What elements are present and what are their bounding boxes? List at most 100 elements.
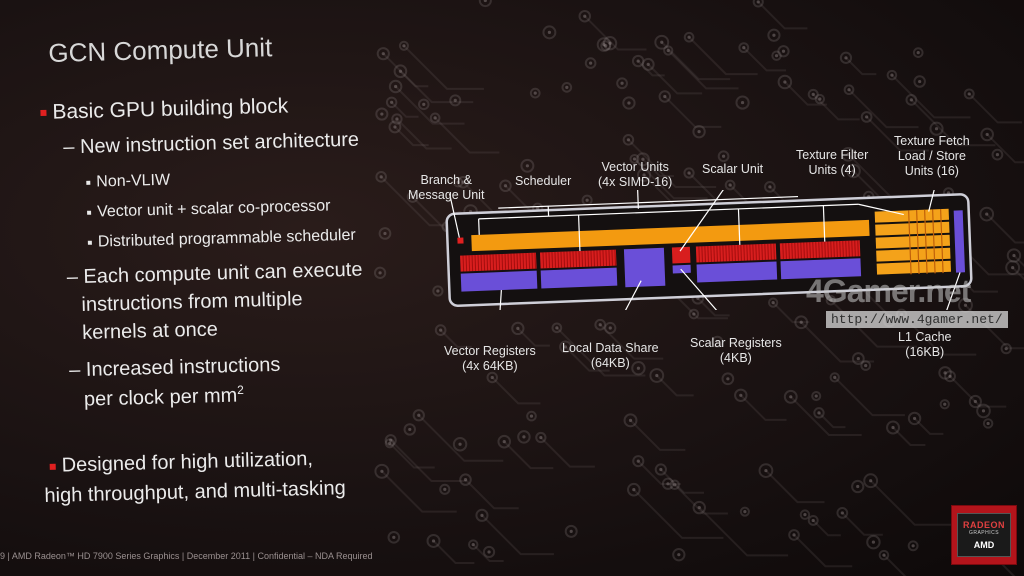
- circuit-via-dot: [583, 14, 587, 18]
- circuit-via: [594, 318, 607, 331]
- simd-lane-stripe: [528, 252, 531, 269]
- circuit-via: [979, 206, 995, 222]
- simd-lane-stripe: [563, 251, 566, 268]
- simd-lane-stripe: [767, 243, 769, 260]
- circuit-via: [584, 57, 597, 69]
- circuit-via: [529, 87, 541, 99]
- simd-lane-stripe: [522, 253, 525, 270]
- circuit-via: [814, 93, 826, 105]
- simd-lane-stripe: [504, 253, 507, 270]
- circuit-via: [604, 321, 617, 335]
- circuit-trace: [812, 93, 860, 121]
- red-bullet-icon: [40, 110, 47, 117]
- simd-lane-stripe: [854, 240, 856, 257]
- scalar-unit-block: [671, 246, 691, 264]
- simd-lane-stripe: [725, 245, 727, 262]
- circuit-via-dot: [851, 169, 856, 173]
- circuit-via: [807, 88, 819, 100]
- circuit-via-dot: [395, 117, 399, 121]
- circuit-via: [738, 42, 750, 54]
- circuit-via-dot: [646, 62, 650, 66]
- circuit-trace: [841, 512, 883, 536]
- circuit-via: [452, 177, 464, 188]
- circuit-via-dot: [636, 459, 640, 463]
- simd-lane-stripe: [821, 241, 823, 258]
- circuit-via-dot: [585, 198, 589, 202]
- circuit-via-dot: [394, 84, 398, 89]
- circuit-via: [551, 322, 563, 334]
- circuit-via: [398, 40, 409, 51]
- circuit-via-dot: [471, 542, 475, 547]
- simd-lane-stripe: [755, 244, 757, 261]
- simd-lane-stripe: [489, 254, 492, 271]
- circuit-trace: [629, 419, 686, 451]
- circuit-via: [1005, 260, 1021, 276]
- circuit-via: [459, 473, 472, 486]
- circuit-via-dot: [739, 393, 743, 397]
- circuit-via: [432, 285, 444, 297]
- circuit-trace: [637, 60, 665, 77]
- circuit-via: [721, 372, 735, 386]
- circuit-via: [517, 430, 531, 444]
- branch-message-unit: [457, 237, 464, 244]
- circuit-via-dot: [783, 80, 787, 84]
- simd-16-block: [460, 252, 537, 272]
- circuit-trace: [790, 396, 862, 437]
- circuit-trace: [481, 514, 554, 556]
- simd-lane-stripe: [513, 253, 516, 270]
- simd-lane-stripe: [548, 252, 551, 269]
- circuit-via: [811, 391, 822, 402]
- white-bullet-icon: [87, 210, 92, 215]
- circuit-trace: [968, 93, 1023, 124]
- circuit-via: [905, 94, 918, 106]
- simd-lane-stripe: [749, 244, 751, 261]
- simd-lane-stripe: [569, 251, 572, 268]
- circuit-trace: [389, 439, 467, 483]
- circuit-via-dot: [743, 510, 747, 514]
- simd-lane-stripe: [584, 250, 587, 267]
- circuit-via-dot: [563, 345, 568, 349]
- circuit-via-dot: [774, 54, 779, 58]
- circuit-via: [860, 360, 872, 371]
- circuit-via-dot: [844, 56, 848, 60]
- circuit-via-dot: [687, 171, 691, 175]
- circuit-via-dot: [443, 487, 447, 491]
- slide-title: GCN Compute Unit: [48, 32, 273, 68]
- circuit-trace: [394, 126, 429, 147]
- simd-lane-stripe: [815, 241, 817, 258]
- circuit-via-dot: [864, 363, 868, 368]
- circuit-via-dot: [525, 164, 529, 168]
- circuit-trace: [389, 442, 435, 469]
- circuit-trace: [390, 101, 419, 118]
- circuit-trace: [491, 376, 541, 405]
- simd-lane-stripe: [471, 255, 474, 272]
- circuit-via-dot: [602, 42, 606, 47]
- texture-units: [874, 208, 952, 275]
- circuit-via: [403, 423, 416, 436]
- circuit-via-dot: [869, 479, 873, 483]
- texture-fetch-divider: [924, 209, 928, 274]
- circuit-via-dot: [818, 97, 822, 101]
- circuit-via: [658, 90, 672, 103]
- white-bullet-icon: [86, 180, 91, 185]
- circuit-via: [663, 45, 674, 56]
- circuit-via: [794, 315, 809, 330]
- simd-lane-stripe: [731, 245, 733, 262]
- circuit-via: [520, 158, 535, 173]
- circuit-via-dot: [728, 183, 732, 187]
- circuit-via-dot: [487, 550, 491, 554]
- compute-unit-diagram: [445, 190, 973, 310]
- circuit-via: [632, 455, 645, 468]
- watermark-url: http://www.4gamer.net/: [826, 311, 1008, 328]
- circuit-via-dot: [408, 427, 412, 432]
- circuit-via-dot: [986, 421, 990, 426]
- simd-lane-stripe: [842, 240, 844, 257]
- circuit-via: [388, 120, 402, 134]
- simd-lane-stripe: [773, 243, 775, 260]
- circuit-trace: [472, 543, 504, 562]
- label-l1-cache: L1 Cache(16KB): [898, 330, 952, 359]
- circuit-via: [944, 370, 956, 383]
- label-scalar-registers: Scalar Registers(4KB): [690, 336, 782, 365]
- circuit-via-dot: [389, 438, 393, 442]
- circuit-via-dot: [973, 399, 977, 404]
